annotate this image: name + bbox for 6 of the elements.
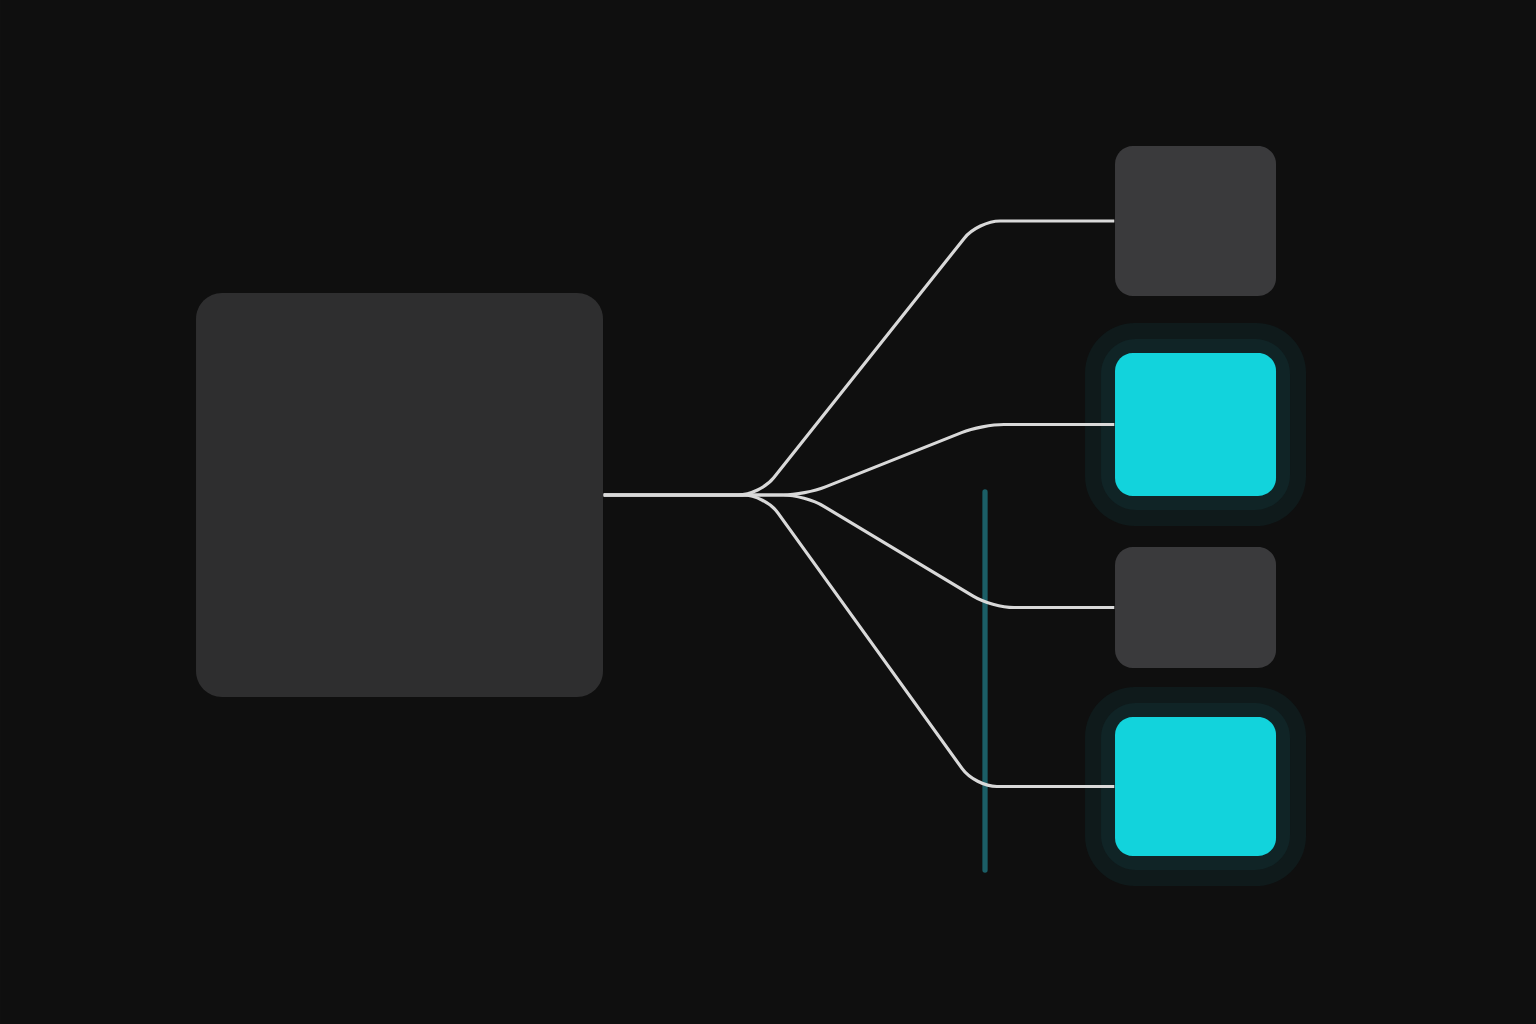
small-rounded-box (1115, 547, 1276, 668)
large-rounded-box (196, 293, 603, 697)
small-rounded-box (1115, 146, 1276, 296)
small-rounded-box (1115, 353, 1276, 496)
connector-line (603, 493, 1115, 789)
small-rounded-box (1115, 717, 1276, 856)
